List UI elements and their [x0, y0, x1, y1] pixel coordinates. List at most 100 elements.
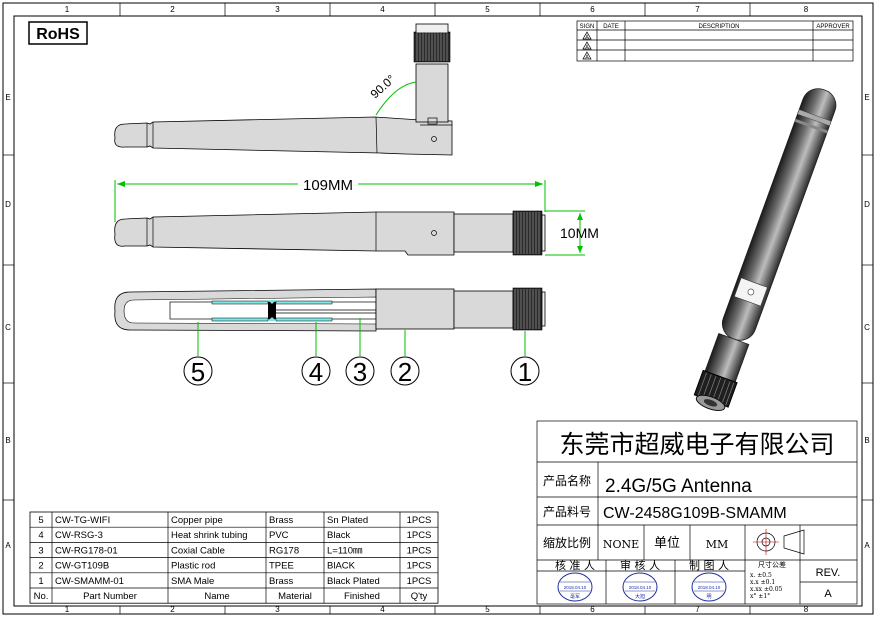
stamp-reviewed: 2018.04.10 大旭 — [622, 572, 658, 602]
approved-label: 核 准 人 — [555, 558, 595, 572]
rev-header-date: DATE — [603, 24, 619, 30]
zone-col-bottom-2: 2 — [170, 605, 175, 614]
bom-cell-r4-c5: BlACK — [327, 561, 356, 572]
bom-cell-r3-c6: 1PCS — [407, 545, 432, 556]
bom-cell-r1-c5: Sn Plated — [327, 515, 368, 526]
bom-header-2: Part Number — [83, 591, 137, 602]
svg-text:4: 4 — [309, 357, 323, 387]
rev-header-description: DESCRIPTION — [698, 24, 739, 30]
bom-cell-r4-c2: CW-GT109B — [55, 561, 109, 572]
zone-row-left-C: C — [5, 323, 11, 332]
bom-cell-r4-c4: TPEE — [269, 561, 294, 572]
bom-header-4: Material — [278, 591, 312, 602]
tolerance-4: x° ±1° — [750, 593, 770, 600]
svg-text:A: A — [585, 55, 589, 61]
bom-cell-r3-c1: 3 — [38, 545, 43, 556]
bom-cell-r4-c3: Plastic rod — [171, 561, 215, 572]
balloon-1: 1 — [510, 356, 540, 387]
outer-border — [2, 2, 874, 615]
zone-col-bottom-3: 3 — [275, 605, 280, 614]
zone-col-bottom-8: 8 — [804, 605, 809, 614]
product-name: 2.4G/5G Antenna — [605, 476, 752, 497]
zone-col-top-1: 1 — [65, 5, 70, 14]
bom-cell-r1-c2: CW-TG-WIFI — [55, 515, 110, 526]
unit-value: MM — [706, 538, 729, 551]
zone-col-bottom-4: 4 — [380, 605, 385, 614]
antenna-straight-view: 109MM 10MM — [114, 177, 599, 256]
antenna-section-view — [114, 287, 546, 356]
zone-row-left-B: B — [5, 436, 10, 445]
zone-row-right-D: D — [864, 200, 870, 209]
bom-cell-r2-c1: 4 — [38, 530, 43, 541]
svg-text:3: 3 — [353, 357, 367, 387]
zone-row-right-C: C — [864, 323, 870, 332]
rev-value: A — [824, 588, 832, 600]
bom-cell-r3-c3: Coxial Cable — [171, 545, 225, 556]
bom-cell-r5-c3: SMA Male — [171, 576, 214, 587]
bom-cell-r3-c2: CW-RG178-01 — [55, 545, 118, 556]
bom-cell-r2-c2: CW-RSG-3 — [55, 530, 103, 541]
balloon-5: 5 — [183, 356, 213, 387]
zone-row-left-E: E — [5, 93, 10, 102]
svg-text:5: 5 — [191, 357, 205, 387]
tolerance-2: x.x ±0.1 — [750, 579, 775, 586]
svg-text:2018.04.10: 2018.04.10 — [564, 585, 587, 590]
rev-triangle-3: A — [582, 51, 592, 61]
rev-triangle-2: A — [582, 41, 592, 51]
zone-col-top-2: 2 — [170, 5, 175, 14]
svg-text:A: A — [585, 45, 589, 51]
zone-col-top-5: 5 — [485, 5, 490, 14]
reviewed-label: 审 核 人 — [620, 558, 660, 572]
zone-col-top-6: 6 — [590, 5, 595, 14]
rohs-logo-box — [28, 21, 88, 45]
bom-cell-r1-c3: Copper pipe — [171, 515, 223, 526]
rev-triangle-1: A — [582, 31, 592, 41]
antenna-3d-render — [693, 88, 837, 411]
bom-cell-r2-c6: 1PCS — [407, 530, 432, 541]
revision-table: SIGN DATE DESCRIPTION APPROVER A A A — [576, 20, 854, 62]
svg-text:2018.04.10: 2018.04.10 — [629, 585, 652, 590]
stamp-approved: 2018.04.10 毫军 — [557, 572, 593, 602]
inner-border — [13, 15, 863, 607]
title-block — [536, 420, 858, 605]
antenna-bent-view: 90.0° — [114, 23, 453, 156]
bom-cell-r5-c2: CW-SMAMM-01 — [55, 576, 124, 587]
scale-label: 缩放比例 — [543, 535, 591, 550]
zone-row-left-A: A — [5, 541, 11, 550]
zone-row-right-A: A — [864, 541, 870, 550]
zone-col-bottom-6: 6 — [590, 605, 595, 614]
bom-header-1: No. — [34, 591, 49, 602]
bom-cell-r5-c1: 1 — [38, 576, 43, 587]
balloon-3: 3 — [345, 356, 375, 387]
svg-text:1: 1 — [518, 357, 532, 387]
rev-header-approver: APPROVER — [816, 24, 850, 30]
stamp-drawn: 2018.04.10 明 — [691, 572, 727, 602]
scale-value: NONE — [603, 538, 639, 551]
balloon-4: 4 — [301, 356, 331, 387]
tolerance-1: x. ±0.5 — [750, 572, 772, 579]
rohs-logo: RoHS — [36, 26, 80, 43]
svg-text:2: 2 — [398, 357, 412, 387]
unit-label: 单位 — [654, 536, 680, 551]
knurl-lines-bottom — [514, 289, 540, 329]
part-no-label: 产品料号 — [543, 505, 591, 519]
diameter-dimension: 10MM — [560, 225, 599, 241]
zone-col-top-7: 7 — [695, 5, 700, 14]
zone-col-bottom-1: 1 — [65, 605, 70, 614]
bom-cell-r4-c6: 1PCS — [407, 561, 432, 572]
bom-header-5: Finished — [344, 591, 380, 602]
zone-ticks — [3, 3, 873, 614]
svg-text:明: 明 — [706, 594, 711, 600]
bom-cell-r5-c6: 1PCS — [407, 576, 432, 587]
knurl-lines-top — [416, 33, 448, 61]
tolerance-label: 尺寸公差 — [758, 560, 786, 569]
angle-dimension: 90.0° — [368, 72, 398, 101]
rev-label: REV. — [816, 567, 841, 579]
zone-row-right-B: B — [864, 436, 869, 445]
bom-cell-r5-c5: Black Plated — [327, 576, 380, 587]
zone-col-top-8: 8 — [804, 5, 809, 14]
bom-cell-r4-c1: 2 — [38, 561, 43, 572]
